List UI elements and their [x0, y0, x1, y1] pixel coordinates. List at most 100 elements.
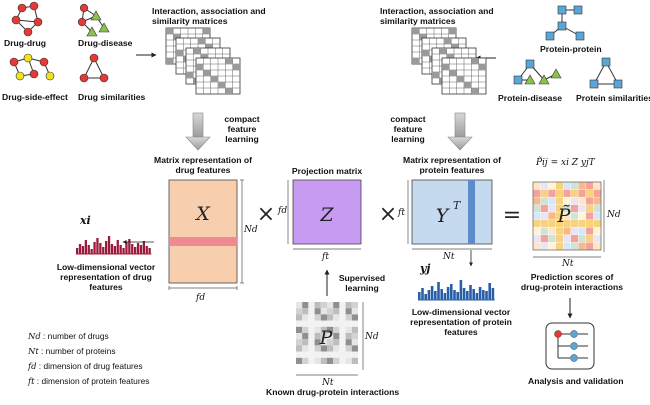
vector-bar	[485, 291, 488, 300]
score-cell	[585, 227, 594, 236]
known-cell	[320, 314, 327, 321]
known-cell	[339, 333, 346, 340]
vector-bar	[78, 244, 82, 254]
vector-bar	[119, 245, 122, 254]
known-cell	[308, 351, 315, 358]
known-cell	[345, 351, 352, 358]
dim-label: fd	[278, 206, 288, 216]
drug-similarity-network-icon	[79, 53, 109, 83]
known-cell	[345, 320, 352, 327]
vector-bar	[116, 240, 119, 254]
vector-bar	[450, 284, 453, 300]
protein-vector-symbol: yj	[420, 262, 431, 275]
known-caption: Known drug-protein interactions	[266, 387, 400, 397]
known-cell	[351, 308, 358, 315]
protein-disease-label: Protein-disease	[498, 93, 562, 103]
prediction-matrix-symbol: P̃	[557, 205, 572, 227]
vector-bar	[427, 290, 431, 300]
known-cell	[302, 345, 309, 352]
score-cell	[593, 234, 602, 243]
score-cell	[532, 242, 541, 251]
score-cell	[532, 212, 541, 220]
drug-matrix-caption: Matrix representation of drug features	[154, 155, 252, 175]
known-cell	[308, 326, 315, 333]
known-cell	[296, 345, 303, 352]
times-sign: ×	[379, 202, 397, 227]
score-cell	[555, 181, 564, 190]
score-cell	[532, 196, 541, 205]
analysis-icon	[545, 322, 595, 370]
score-cell	[563, 227, 571, 236]
known-cell	[351, 345, 358, 352]
drug-similarities-label: Drug similarities	[78, 92, 146, 102]
prediction-formula: P̃ij = xi Z yjT	[536, 158, 595, 168]
protein-disease-network-icon	[513, 59, 562, 85]
score-cell	[532, 204, 541, 213]
known-cell	[345, 314, 352, 321]
score-cell	[547, 219, 556, 228]
score-cell	[540, 204, 549, 213]
dim-label: Nt	[562, 259, 574, 269]
score-cell	[585, 212, 594, 220]
known-cell	[314, 320, 321, 327]
score-cell	[578, 196, 587, 205]
known-cell	[296, 339, 303, 346]
known-cell	[308, 357, 315, 364]
known-cell	[296, 351, 303, 358]
vector-bar	[424, 294, 427, 300]
score-cell	[547, 204, 556, 213]
gray-arrow	[185, 112, 211, 151]
protein-matrix-symbol: Y	[436, 205, 451, 227]
known-cell	[327, 308, 334, 315]
known-cell	[320, 333, 327, 340]
score-cell	[532, 234, 541, 243]
known-cell	[351, 333, 358, 340]
protein-similarities-label: Protein similarities	[576, 93, 650, 103]
protein-matrix-superscript: T	[453, 199, 462, 212]
known-cell	[345, 302, 352, 309]
dim-label: Nd	[365, 332, 379, 342]
vector-bar	[434, 291, 437, 300]
vector-bar	[96, 238, 99, 254]
score-cell	[547, 242, 556, 251]
dim-label: fd	[196, 293, 206, 303]
vector-bar	[113, 246, 116, 254]
known-cell	[327, 339, 334, 346]
known-cell	[314, 326, 321, 333]
vector-bar	[478, 287, 482, 300]
known-cell	[339, 314, 346, 321]
vector-bar	[142, 241, 145, 254]
score-cell	[585, 234, 594, 243]
score-cell	[547, 181, 556, 190]
known-cell	[333, 351, 340, 358]
protein-feature-matrix	[411, 179, 493, 245]
vector-bar	[107, 236, 111, 254]
vector-bar	[134, 247, 137, 254]
known-cell	[351, 351, 358, 358]
known-cell	[302, 351, 309, 358]
score-cell	[578, 242, 587, 251]
score-cell	[578, 181, 587, 190]
drug-feature-row-highlight	[169, 237, 237, 246]
score-cell	[532, 189, 541, 198]
known-cell	[351, 320, 358, 327]
known-cell	[320, 302, 327, 309]
score-cell	[547, 227, 556, 236]
known-cell	[339, 339, 346, 346]
vector-bar	[456, 292, 459, 300]
known-cell	[351, 339, 358, 346]
known-cell	[327, 302, 334, 309]
known-cell	[308, 308, 315, 315]
score-cell	[593, 212, 602, 220]
times-sign: ×	[257, 202, 275, 227]
known-cell	[302, 326, 309, 333]
known-cell	[296, 326, 303, 333]
score-cell	[593, 189, 602, 198]
known-cell	[339, 302, 346, 309]
known-cell	[333, 302, 340, 309]
score-cell	[563, 181, 571, 190]
known-cell	[339, 326, 346, 333]
score-cell	[585, 189, 594, 198]
score-cell	[593, 196, 602, 205]
